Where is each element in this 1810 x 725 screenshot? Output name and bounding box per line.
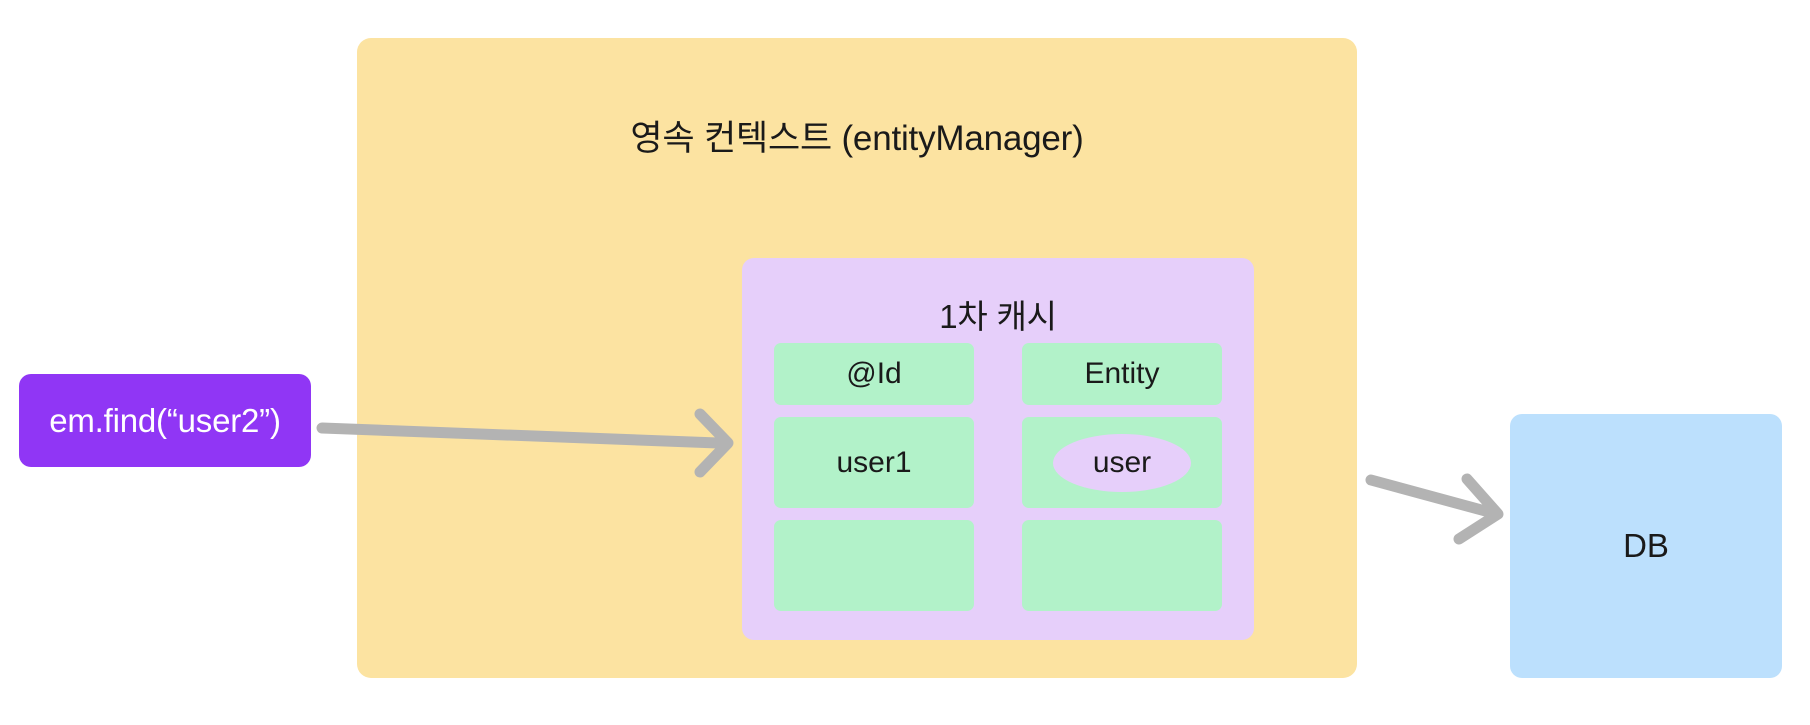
first-level-cache-box: 1차 캐시 @Id Entity user1 user [742, 258, 1254, 640]
cache-header-id: @Id [774, 343, 974, 405]
cache-table: @Id Entity user1 user [774, 343, 1222, 611]
persistence-context-box: 영속 컨텍스트 (entityManager) 1차 캐시 @Id Entity… [357, 38, 1357, 678]
entity-highlight-ellipse: user [1053, 433, 1191, 492]
first-level-cache-title: 1차 캐시 [939, 298, 1057, 335]
arrow-context-to-db [1365, 473, 1504, 545]
cache-row-2-id [774, 520, 974, 611]
cache-row-1-entity: user [1022, 417, 1222, 508]
cache-row-1-id: user1 [774, 417, 974, 508]
cache-row-2-entity [1022, 520, 1222, 611]
em-find-call-box: em.find(“user2”) [19, 374, 311, 467]
cache-header-entity: Entity [1022, 343, 1222, 405]
db-box: DB [1510, 414, 1782, 678]
persistence-context-title: 영속 컨텍스트 (entityManager) [630, 119, 1084, 158]
